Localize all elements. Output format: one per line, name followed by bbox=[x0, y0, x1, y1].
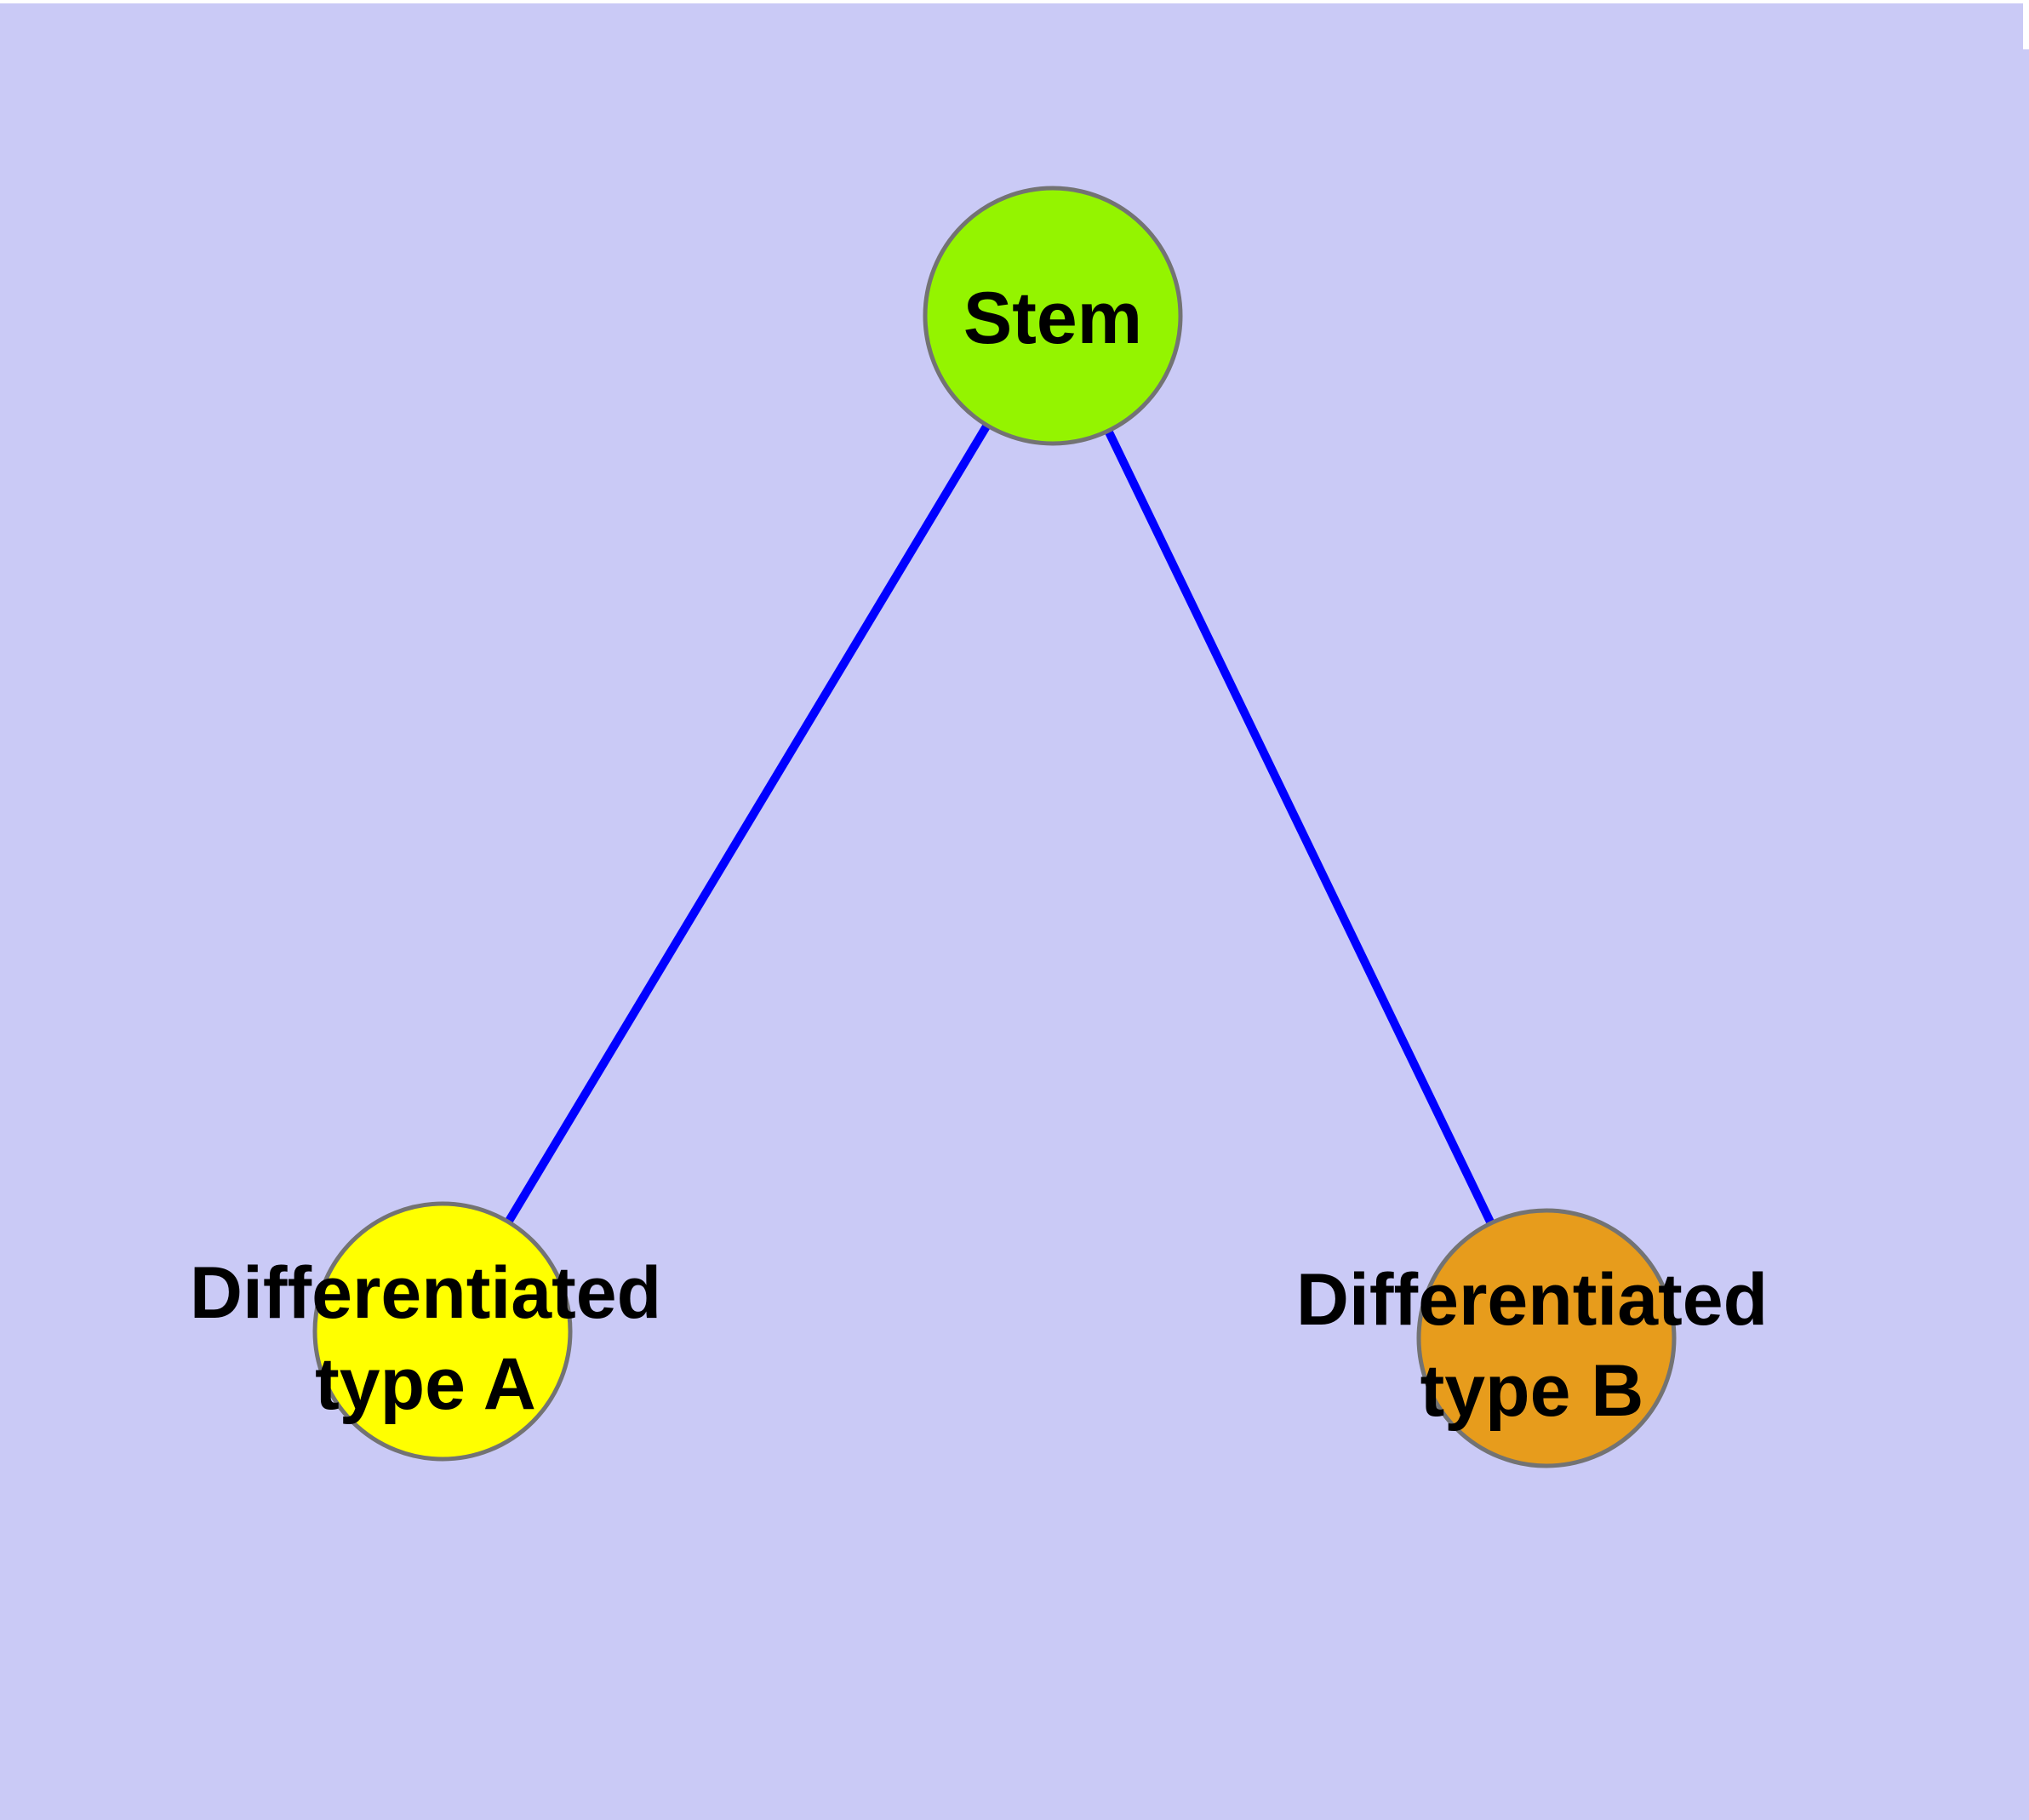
node-diff-type-a-label-line-2: type A bbox=[315, 1343, 536, 1425]
node-stem-circle bbox=[923, 186, 1183, 446]
edge-stem-to-diff-type-a bbox=[438, 313, 1057, 1334]
node-stem-label: Stem bbox=[963, 278, 1142, 359]
node-diff-type-b-label-line-2: type B bbox=[1420, 1350, 1644, 1432]
node-diff-type-a-label-line-1: Differentiated bbox=[190, 1252, 661, 1334]
node-stem-label-line-1: Stem bbox=[963, 278, 1142, 359]
top-right-margin-strip bbox=[2023, 0, 2029, 49]
node-diff-type-b-circle bbox=[1416, 1208, 1677, 1468]
top-margin-strip bbox=[0, 0, 2029, 3]
node-diff-type-a-label: Differentiated type A bbox=[190, 1252, 661, 1425]
edge-stem-to-diff-type-b bbox=[1049, 313, 1551, 1341]
node-diff-type-a-circle bbox=[312, 1201, 573, 1462]
node-diff-type-b-label-line-1: Differentiated bbox=[1296, 1259, 1768, 1341]
node-diff-type-b-label: Differentiated type B bbox=[1296, 1259, 1768, 1432]
